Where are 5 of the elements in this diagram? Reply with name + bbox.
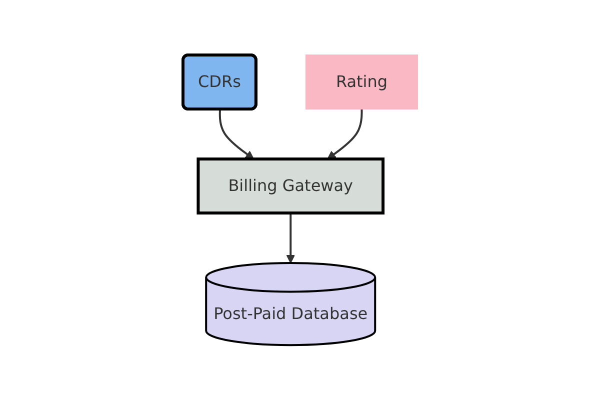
arrow (218, 109, 254, 160)
arrow (326, 108, 362, 160)
node-box: Rating (305, 54, 418, 110)
arrow (286, 212, 295, 264)
node-box: Billing Gateway (196, 157, 384, 214)
